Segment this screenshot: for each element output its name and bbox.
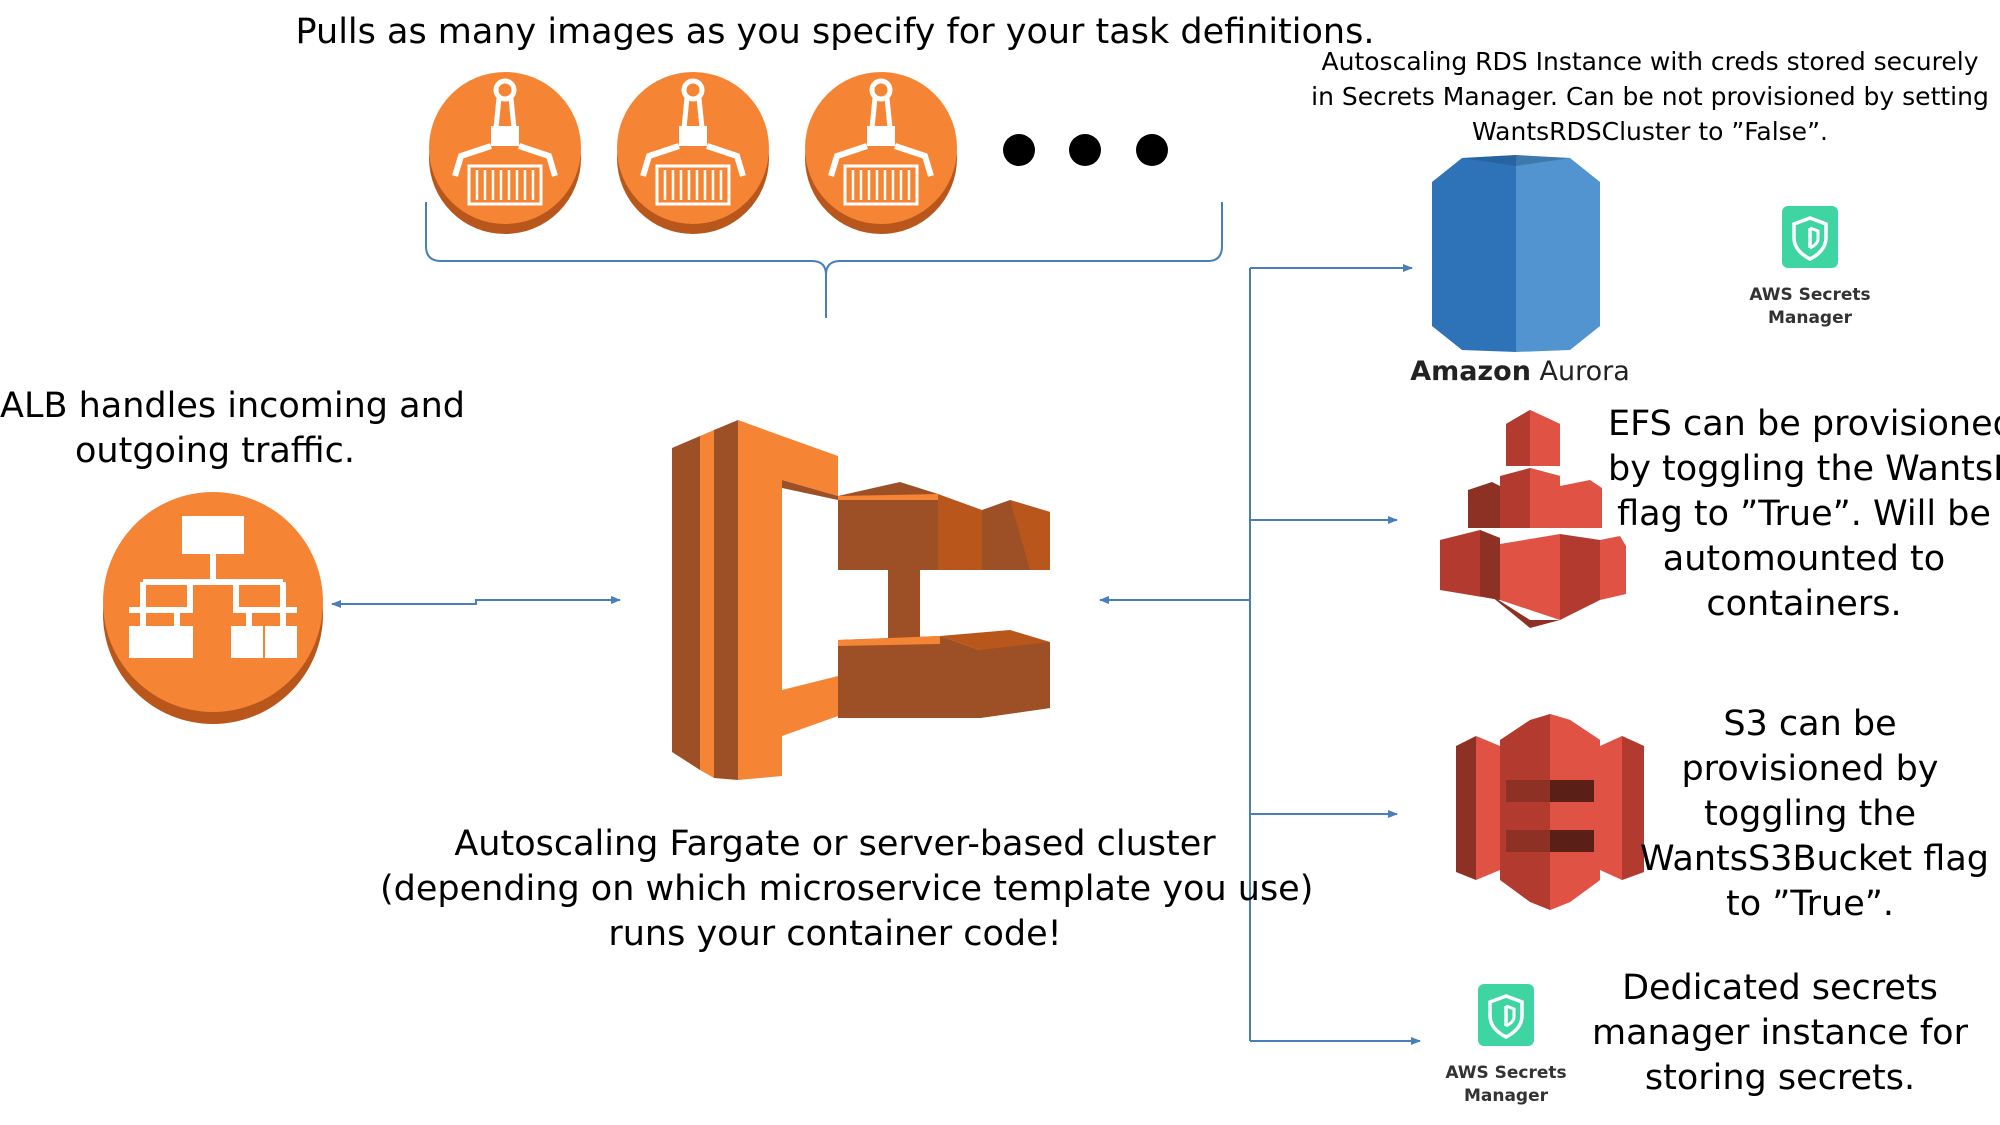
secrets-caption-line-2: manager instance for: [1592, 1013, 1968, 1053]
aurora-icon: [1432, 155, 1600, 352]
images-brace: [425, 202, 1223, 318]
cluster-caption-line-2: (depending on which microservice templat…: [380, 869, 1314, 909]
secrets-label-top: AWS Secrets Manager: [1730, 284, 1890, 330]
efs-caption-line-5: containers.: [1706, 584, 1902, 624]
efs-caption-line-2: by toggling the WantsEFS: [1608, 449, 2000, 489]
images-caption-text: Pulls as many images as you specify for …: [295, 12, 1375, 52]
efs-icon: [1440, 410, 1626, 628]
cluster-caption-line-3: runs your container code!: [608, 914, 1062, 954]
secrets-label-top-line-1: AWS Secrets: [1749, 285, 1871, 305]
s3-caption-line-1: S3 can be: [1723, 704, 1897, 744]
rds-caption-line-1: Autoscaling RDS Instance with creds stor…: [1321, 47, 1979, 76]
services-connectors: [1099, 264, 1421, 1045]
efs-caption-line-4: automounted to: [1662, 539, 1946, 579]
efs-caption-line-1: EFS can be provisioned: [1608, 404, 2000, 444]
secrets-caption: Dedicated secrets manager instance for s…: [1590, 966, 1970, 1101]
s3-caption-line-2: provisioned by: [1681, 749, 1939, 789]
ecr-repository-icon: [805, 72, 957, 234]
efs-caption: EFS can be provisioned by toggling the W…: [1608, 402, 2000, 627]
secrets-caption-line-3: storing secrets.: [1644, 1058, 1916, 1098]
s3-caption-line-5: to ”True”.: [1726, 884, 1894, 924]
ecs-cluster-icon: [672, 420, 1050, 780]
alb-cluster-connector: [331, 596, 621, 608]
cluster-caption: Autoscaling Fargate or server-based clus…: [380, 822, 1314, 957]
secrets-label-bottom-line-2: Manager: [1463, 1086, 1549, 1106]
secrets-manager-icon: [1476, 982, 1536, 1048]
s3-caption-line-3: toggling the: [1704, 794, 1916, 834]
secrets-manager-icon: [1780, 204, 1840, 270]
alb-caption-line-2: outgoing traffic.: [75, 431, 355, 471]
secrets-label-bottom: AWS Secrets Manager: [1426, 1062, 1586, 1108]
ecr-repository-icon: [429, 72, 581, 234]
alb-caption: ALB handles incoming and outgoing traffi…: [0, 384, 465, 474]
secrets-label-top-line-2: Manager: [1767, 308, 1853, 328]
rds-caption: Autoscaling RDS Instance with creds stor…: [1300, 44, 2000, 149]
alb-caption-line-1: ALB handles incoming and: [0, 386, 465, 426]
aurora-label-brand: Amazon: [1410, 356, 1531, 387]
rds-caption-line-2: in Secrets Manager. Can be not provision…: [1311, 82, 1989, 111]
images-caption: Pulls as many images as you specify for …: [260, 10, 1410, 55]
s3-icon: [1456, 714, 1644, 910]
rds-caption-line-3: WantsRDSCluster to ”False”.: [1472, 117, 1828, 146]
alb-icon: [103, 492, 323, 724]
s3-caption-line-4: WantsS3Bucket flag: [1640, 839, 1989, 879]
ecr-repository-icon: [617, 72, 769, 234]
s3-caption: S3 can be provisioned by toggling the Wa…: [1640, 702, 1989, 927]
secrets-caption-line-1: Dedicated secrets: [1622, 968, 1938, 1008]
aurora-label: Amazon Aurora: [1380, 356, 1660, 387]
ellipsis-dots: [1003, 134, 1168, 166]
efs-caption-line-3: flag to ”True”. Will be: [1617, 494, 1991, 534]
secrets-label-bottom-line-1: AWS Secrets: [1445, 1063, 1567, 1083]
cluster-caption-line-1: Autoscaling Fargate or server-based clus…: [454, 824, 1216, 864]
aurora-label-product: Aurora: [1539, 356, 1630, 387]
